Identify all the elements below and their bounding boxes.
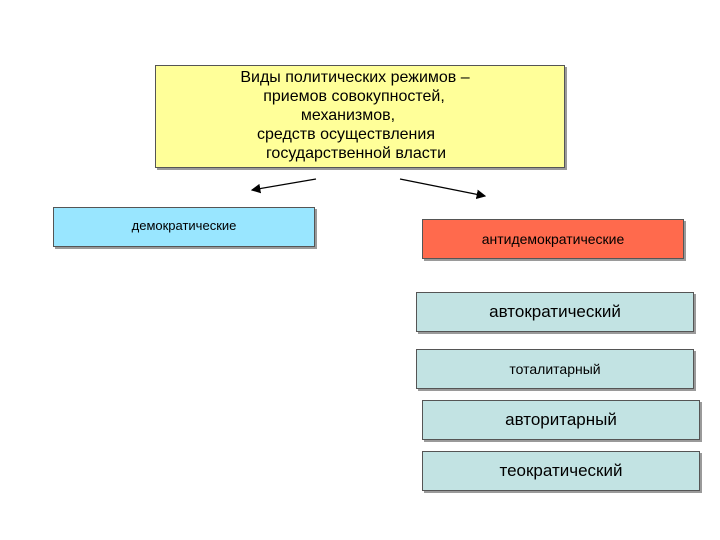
- title-line-2: приемов совокупностей,: [263, 88, 445, 105]
- autocratic-label: автократический: [489, 302, 621, 321]
- theocratic-box: теократический: [422, 451, 700, 491]
- antidemocratic-box: антидемократические: [422, 219, 684, 259]
- autocratic-box: автократический: [416, 292, 694, 332]
- theocratic-label: теократический: [499, 461, 623, 480]
- title-line-5: государственной власти: [265, 145, 447, 162]
- antidemocratic-label: антидемократические: [481, 231, 625, 247]
- title-line-1: Виды политических режимов –: [240, 69, 470, 86]
- arrow-to-antidemocratic: [399, 178, 487, 200]
- democratic-label: демократические: [131, 217, 237, 233]
- authoritarian-label: авторитарный: [505, 410, 617, 429]
- authoritarian-box: авторитарный: [422, 400, 700, 440]
- title-line-4: средств осуществления: [257, 126, 435, 143]
- title-box: Виды политических режимов – приемов сово…: [155, 65, 565, 168]
- arrow-to-democratic: [250, 178, 317, 194]
- totalitarian-box: тоталитарный: [416, 349, 694, 389]
- democratic-box: демократические: [53, 207, 315, 247]
- totalitarian-label: тоталитарный: [509, 361, 601, 377]
- title-line-3: механизмов,: [300, 107, 396, 124]
